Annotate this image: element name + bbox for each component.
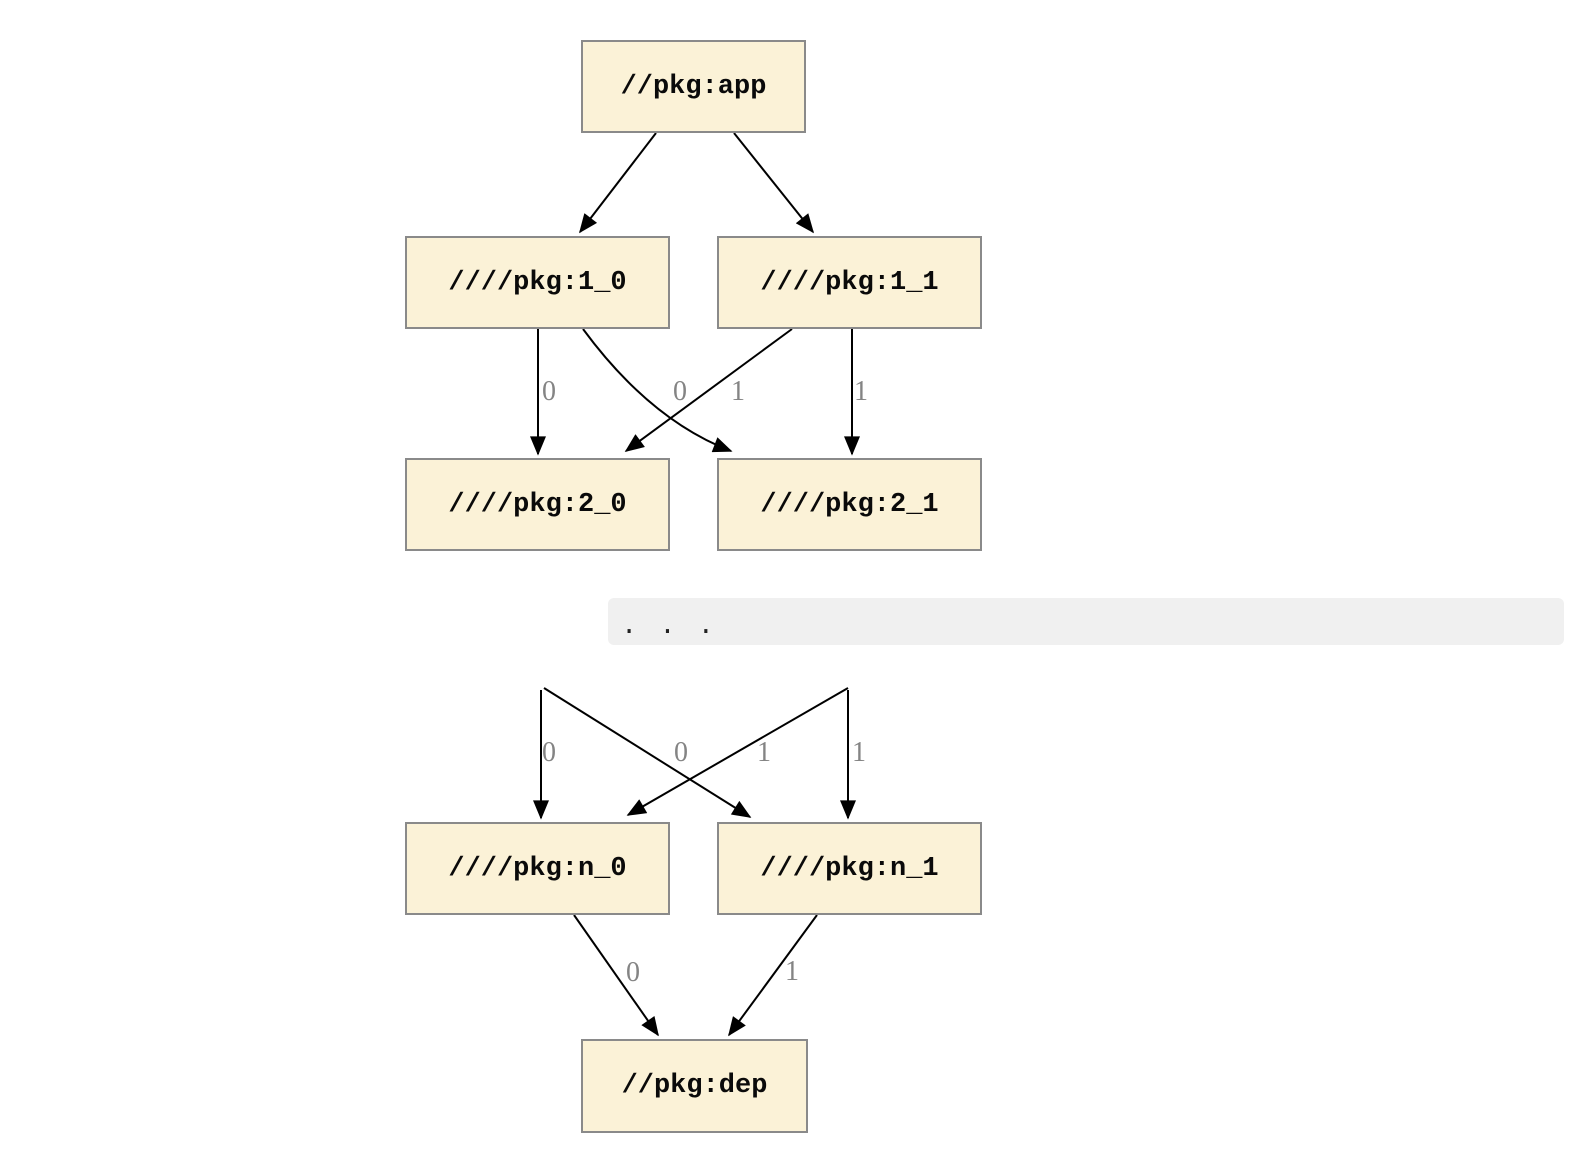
edge-1-0-to-2-1 xyxy=(582,328,733,453)
edge-n-0-to-dep xyxy=(573,914,659,1037)
edge-label: 1 xyxy=(731,376,745,407)
edge-n-1-to-dep xyxy=(728,914,818,1037)
ellipsis-dots: . . . xyxy=(621,611,718,642)
edge-label: 1 xyxy=(852,737,866,768)
edge-prev-0-to-n-1 xyxy=(543,687,752,818)
node-pkg-1-0: ////pkg:1_0 xyxy=(405,236,670,329)
node-pkg-2-0: ////pkg:2_0 xyxy=(405,458,670,551)
edge-1-1-to-2-0 xyxy=(624,328,793,452)
node-pkg-2-1: ////pkg:2_1 xyxy=(717,458,982,551)
ellipsis-band: . . . xyxy=(608,598,1564,645)
edge-app-to-1-0 xyxy=(579,132,657,234)
edge-label: 1 xyxy=(785,956,799,987)
edge-label: 1 xyxy=(757,737,771,768)
edge-label: 0 xyxy=(674,737,688,768)
edge-label: 0 xyxy=(542,737,556,768)
edge-label: 1 xyxy=(854,376,868,407)
node-pkg-app: //pkg:app xyxy=(581,40,806,133)
edge-app-to-1-1 xyxy=(733,132,814,234)
edge-label: 0 xyxy=(626,957,640,988)
node-pkg-n-0: ////pkg:n_0 xyxy=(405,822,670,915)
node-pkg-1-1: ////pkg:1_1 xyxy=(717,236,982,329)
edge-label: 0 xyxy=(673,376,687,407)
node-pkg-n-1: ////pkg:n_1 xyxy=(717,822,982,915)
edge-label: 0 xyxy=(542,376,556,407)
node-pkg-dep: //pkg:dep xyxy=(581,1039,808,1133)
edge-prev-1-to-n-0 xyxy=(626,687,849,816)
